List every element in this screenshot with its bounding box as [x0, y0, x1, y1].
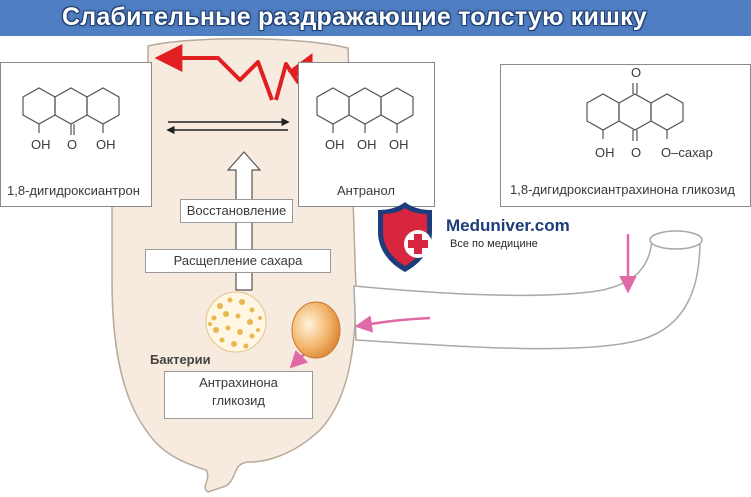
substituent-oh: OH	[595, 145, 615, 160]
intestine-opening	[649, 230, 703, 250]
substituent-oh-3: OH	[389, 137, 409, 152]
glycoside-structure	[586, 83, 684, 141]
flow-arrow-in	[354, 315, 431, 333]
top-oxygen: O	[631, 65, 642, 80]
substituent-o: O	[67, 137, 78, 152]
page-title: Слабительные раздражающие толстую кишку	[62, 3, 647, 31]
compound-name-glycoside: 1,8-дигидроксиантрахинона гликозид	[510, 182, 735, 197]
glycoside-line-1: Антрахинона	[199, 375, 278, 390]
bacteria-cluster	[205, 291, 267, 353]
anthranol-structure	[316, 87, 414, 133]
watermark-tagline: Все по медицине	[450, 238, 538, 250]
meduniver-shield-icon	[378, 202, 432, 272]
dihydroxyanthrone-structure	[22, 87, 120, 135]
compound-box-anthranol: OH OH OH Антранол	[298, 62, 435, 207]
substituent-oh-2: OH	[357, 137, 377, 152]
compound-name-dihydroxyanthrone: 1,8-дигидроксиантрон	[7, 183, 140, 198]
substituent-o: O	[631, 145, 642, 160]
compound-box-dihydroxyanthrone: OH O OH 1,8-дигидроксиантрон	[0, 62, 152, 207]
title-bar: Слабительные раздражающие толстую кишку	[0, 0, 751, 36]
step-sugar-cleavage: Расщепление сахара	[145, 249, 331, 273]
capsule	[291, 301, 341, 359]
substituent-oh-right: OH	[96, 137, 116, 152]
substituent-o-sugar: O–сахар	[661, 145, 713, 160]
glycoside-line-2: гликозид	[211, 393, 266, 408]
compound-box-glycoside: O OH O O–сахар 1,8-дигидроксиантрахинона…	[500, 64, 751, 207]
bacteria-label: Бактерии	[150, 352, 211, 367]
intestine-tube	[353, 239, 701, 350]
substituent-oh-1: OH	[325, 137, 345, 152]
irritation-arrow-left	[154, 44, 274, 101]
substituent-oh-left: OH	[31, 137, 51, 152]
step-anthraquinone-glycoside: Антрахинона гликозид	[164, 371, 313, 419]
step-reduction: Восстановление	[180, 199, 293, 223]
watermark-site: Meduniver.com	[446, 216, 570, 235]
compound-name-anthranol: Антранол	[337, 183, 395, 198]
